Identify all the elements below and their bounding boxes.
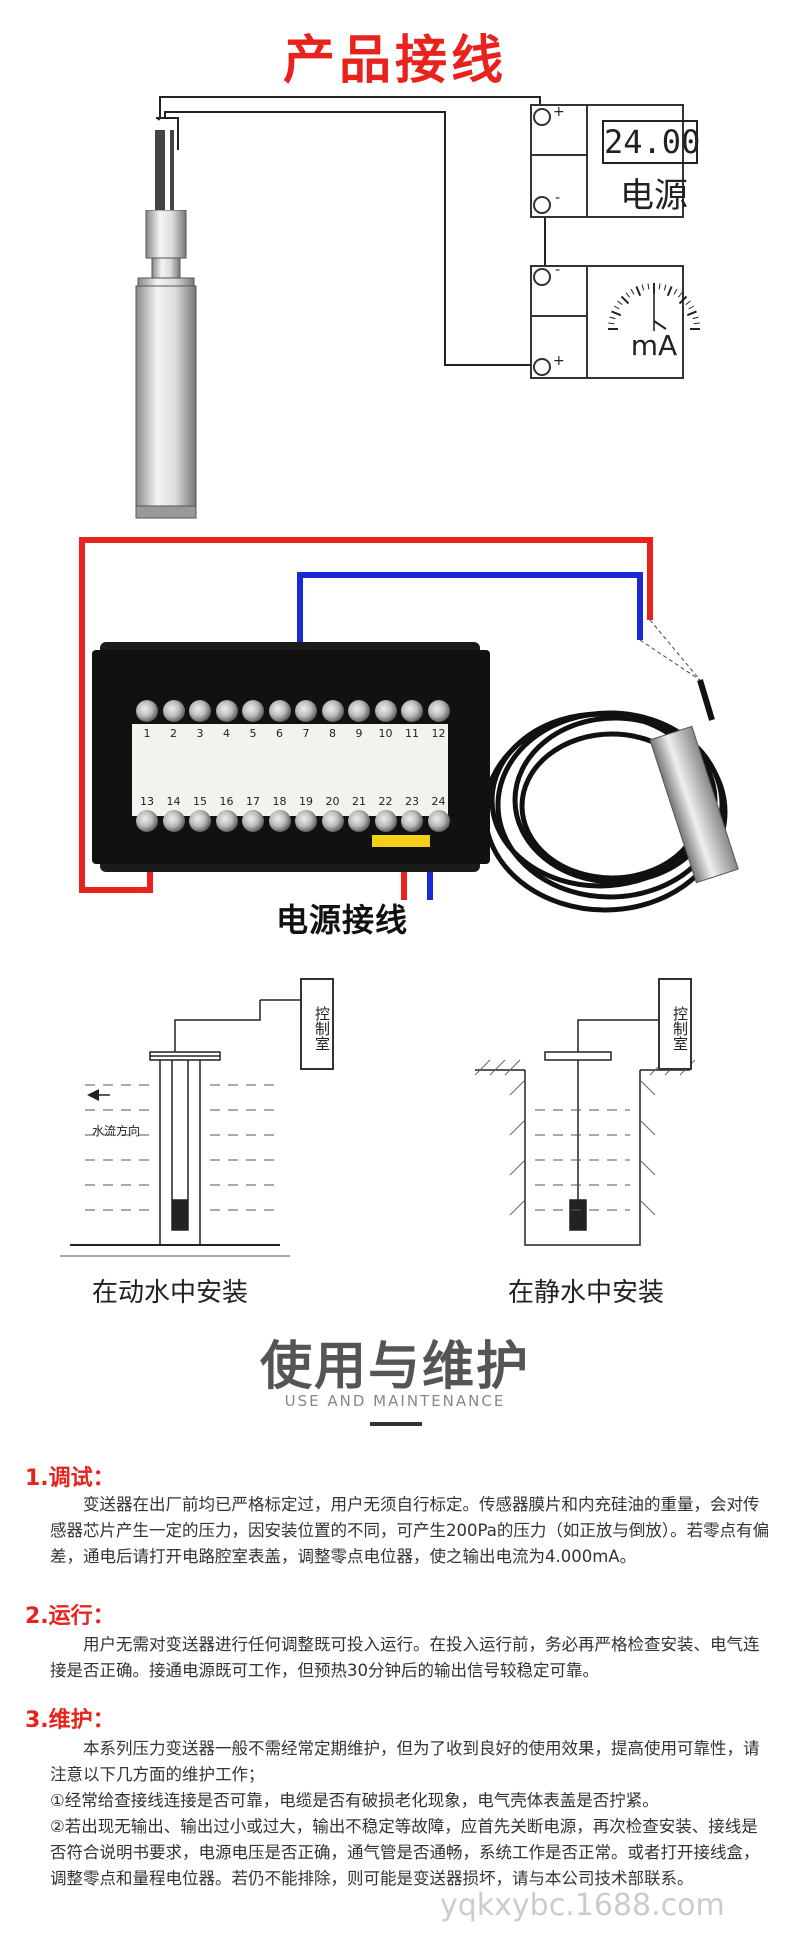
terminal-number: 6 bbox=[276, 727, 283, 740]
terminal-screw bbox=[295, 810, 317, 832]
terminal-screw bbox=[295, 700, 317, 722]
installation-diagrams bbox=[60, 999, 696, 1257]
terminal-screw bbox=[189, 810, 211, 832]
terminal-screw bbox=[427, 700, 450, 722]
terminal-screw bbox=[401, 810, 423, 832]
dynamic-install-label: 在动水中安装 bbox=[92, 1278, 249, 1308]
terminal-number: 20 bbox=[325, 795, 340, 808]
terminal-screw bbox=[374, 700, 397, 722]
terminal-number: 8 bbox=[329, 727, 336, 740]
power-display: 24.00 bbox=[602, 120, 700, 164]
section-3-item-2: ②若出现无输出、输出过小或过大，输出不稳定等故障，应首先关断电源，再次检查安装、… bbox=[50, 1817, 760, 1888]
terminal-screw bbox=[136, 700, 158, 722]
ma-meter: mA bbox=[530, 265, 700, 379]
controller-wiring bbox=[79, 537, 739, 913]
section-2-body: 用户无需对变送器进行任何调整既可投入运行。在投入运行前，务必再严格检查安装、电气… bbox=[50, 1632, 770, 1684]
section-1-body: 变送器在出厂前均已严格标定过，用户无须自行标定。传感器膜片和内充硅油的重量，会对… bbox=[50, 1492, 770, 1570]
terminal-screw bbox=[321, 700, 344, 722]
page-title: 产品接线 bbox=[282, 31, 507, 91]
power-minus-terminal bbox=[533, 196, 551, 214]
terminal-number: 2 bbox=[170, 727, 177, 740]
terminal-number: 17 bbox=[246, 795, 260, 808]
section-3-text: 本系列压力变送器一般不需经常定期维护，但为了收到良好的使用效果，提高使用可靠性，… bbox=[50, 1739, 760, 1784]
terminal-number: 4 bbox=[223, 727, 230, 740]
section-3-body: 本系列压力变送器一般不需经常定期维护，但为了收到良好的使用效果，提高使用可靠性，… bbox=[50, 1736, 770, 1892]
water-direction-label: 水流方向 bbox=[92, 1124, 141, 1138]
terminal-screw bbox=[268, 700, 291, 722]
terminal-number: 10 bbox=[378, 727, 393, 740]
section-3-item-1: ①经常给查接线连接是否可靠，电缆是否有破损老化现象，电气壳体表盖是否拧紧。 bbox=[50, 1791, 659, 1810]
power-supply: 24.00 电源 bbox=[530, 104, 700, 218]
meter-label: mA bbox=[630, 329, 678, 362]
terminal-number: 1 bbox=[143, 727, 151, 740]
terminal-screw bbox=[215, 810, 238, 832]
terminal-screw bbox=[189, 700, 211, 722]
terminal-screw bbox=[242, 700, 264, 722]
maintenance-title: 使用与维护 bbox=[259, 1337, 530, 1397]
power-wiring-label: 电源接线 bbox=[276, 901, 409, 939]
terminal-screw bbox=[242, 810, 264, 832]
section-3-title: 3.维护： bbox=[25, 1708, 115, 1733]
meter-plus-sign: + bbox=[553, 353, 565, 369]
terminal-number: 13 bbox=[140, 795, 154, 808]
static-install-label: 在静水中安装 bbox=[508, 1278, 665, 1308]
control-room-box-right: 控制室 bbox=[658, 978, 692, 1070]
terminal-screw bbox=[348, 810, 370, 832]
terminal-number: 11 bbox=[405, 727, 419, 740]
terminal-screw bbox=[321, 810, 344, 832]
power-plus-sign: + bbox=[553, 104, 565, 120]
control-room-box-left: 控制室 bbox=[300, 978, 334, 1070]
terminal-screw bbox=[136, 810, 158, 832]
title-divider bbox=[370, 1422, 422, 1426]
terminal-screw bbox=[401, 700, 423, 722]
terminal-screw bbox=[215, 700, 238, 722]
pressure-sensor-icon bbox=[135, 210, 197, 519]
terminal-number: 7 bbox=[302, 727, 310, 740]
power-label: 电源 bbox=[620, 176, 688, 216]
meter-dial-icon bbox=[608, 283, 700, 331]
terminal-number: 16 bbox=[219, 795, 234, 808]
watermark: yqkxybc.1688.com bbox=[440, 1888, 725, 1923]
meter-minus-sign: - bbox=[555, 262, 561, 278]
terminal-screw bbox=[374, 810, 397, 832]
section-1-title: 1.调试： bbox=[25, 1466, 115, 1491]
section-2-text: 用户无需对变送器进行任何调整既可投入运行。在投入运行前，务必再严格检查安装、电气… bbox=[50, 1635, 760, 1680]
terminal-number: 3 bbox=[196, 727, 204, 740]
terminal-number: 22 bbox=[378, 795, 393, 808]
terminal-number: 21 bbox=[352, 795, 366, 808]
terminal-number: 15 bbox=[193, 795, 207, 808]
terminal-number: 19 bbox=[299, 795, 313, 808]
section-1-text: 变送器在出厂前均已严格标定过，用户无须自行标定。传感器膜片和内充硅油的重量，会对… bbox=[50, 1495, 770, 1566]
meter-minus-terminal bbox=[533, 268, 551, 286]
power-plus-terminal bbox=[533, 108, 551, 126]
terminal-number: 9 bbox=[355, 727, 363, 740]
terminal-number: 12 bbox=[431, 727, 446, 740]
terminal-number: 24 bbox=[431, 795, 446, 808]
terminal-screw bbox=[268, 810, 291, 832]
section-2-title: 2.运行： bbox=[25, 1604, 115, 1629]
terminal-number: 23 bbox=[405, 795, 419, 808]
terminal-screw bbox=[162, 810, 185, 832]
terminal-number: 5 bbox=[249, 727, 257, 740]
meter-plus-terminal bbox=[533, 358, 551, 376]
power-minus-sign: - bbox=[555, 190, 561, 206]
terminal-number: 18 bbox=[272, 795, 287, 808]
terminal-screw bbox=[427, 810, 450, 832]
maintenance-subtitle: USE AND MAINTENANCE bbox=[284, 1392, 506, 1410]
terminal-number: 14 bbox=[166, 795, 181, 808]
terminal-screw bbox=[162, 700, 185, 722]
terminal-screw bbox=[348, 700, 370, 722]
